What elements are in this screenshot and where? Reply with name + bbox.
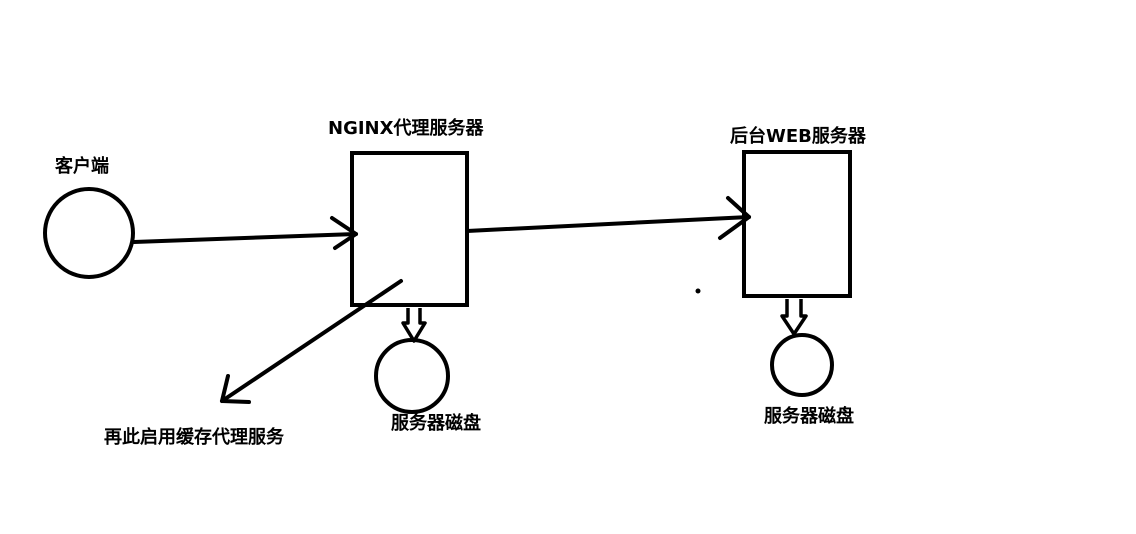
edge-client-to-nginx bbox=[132, 216, 358, 250]
nginx-proxy-label: NGINX代理服务器 bbox=[328, 117, 484, 139]
client-node bbox=[43, 187, 135, 279]
edge-nginx-to-disk bbox=[401, 308, 427, 343]
edge-nginx-to-web bbox=[465, 196, 751, 240]
nginx-disk-node bbox=[374, 338, 450, 414]
web-server-label: 后台WEB服务器 bbox=[730, 125, 867, 147]
nginx-proxy-box bbox=[350, 151, 469, 307]
web-disk-node bbox=[770, 333, 834, 397]
nginx-disk-label: 服务器磁盘 bbox=[391, 412, 481, 434]
stray-dot bbox=[695, 288, 701, 294]
cache-note-label: 再此启用缓存代理服务 bbox=[104, 426, 285, 448]
web-disk-label: 服务器磁盘 bbox=[764, 405, 854, 427]
edge-web-to-disk bbox=[780, 299, 808, 336]
web-server-box bbox=[742, 150, 852, 298]
edge-nginx-to-cache-note bbox=[220, 279, 403, 404]
client-label: 客户端 bbox=[55, 155, 109, 177]
